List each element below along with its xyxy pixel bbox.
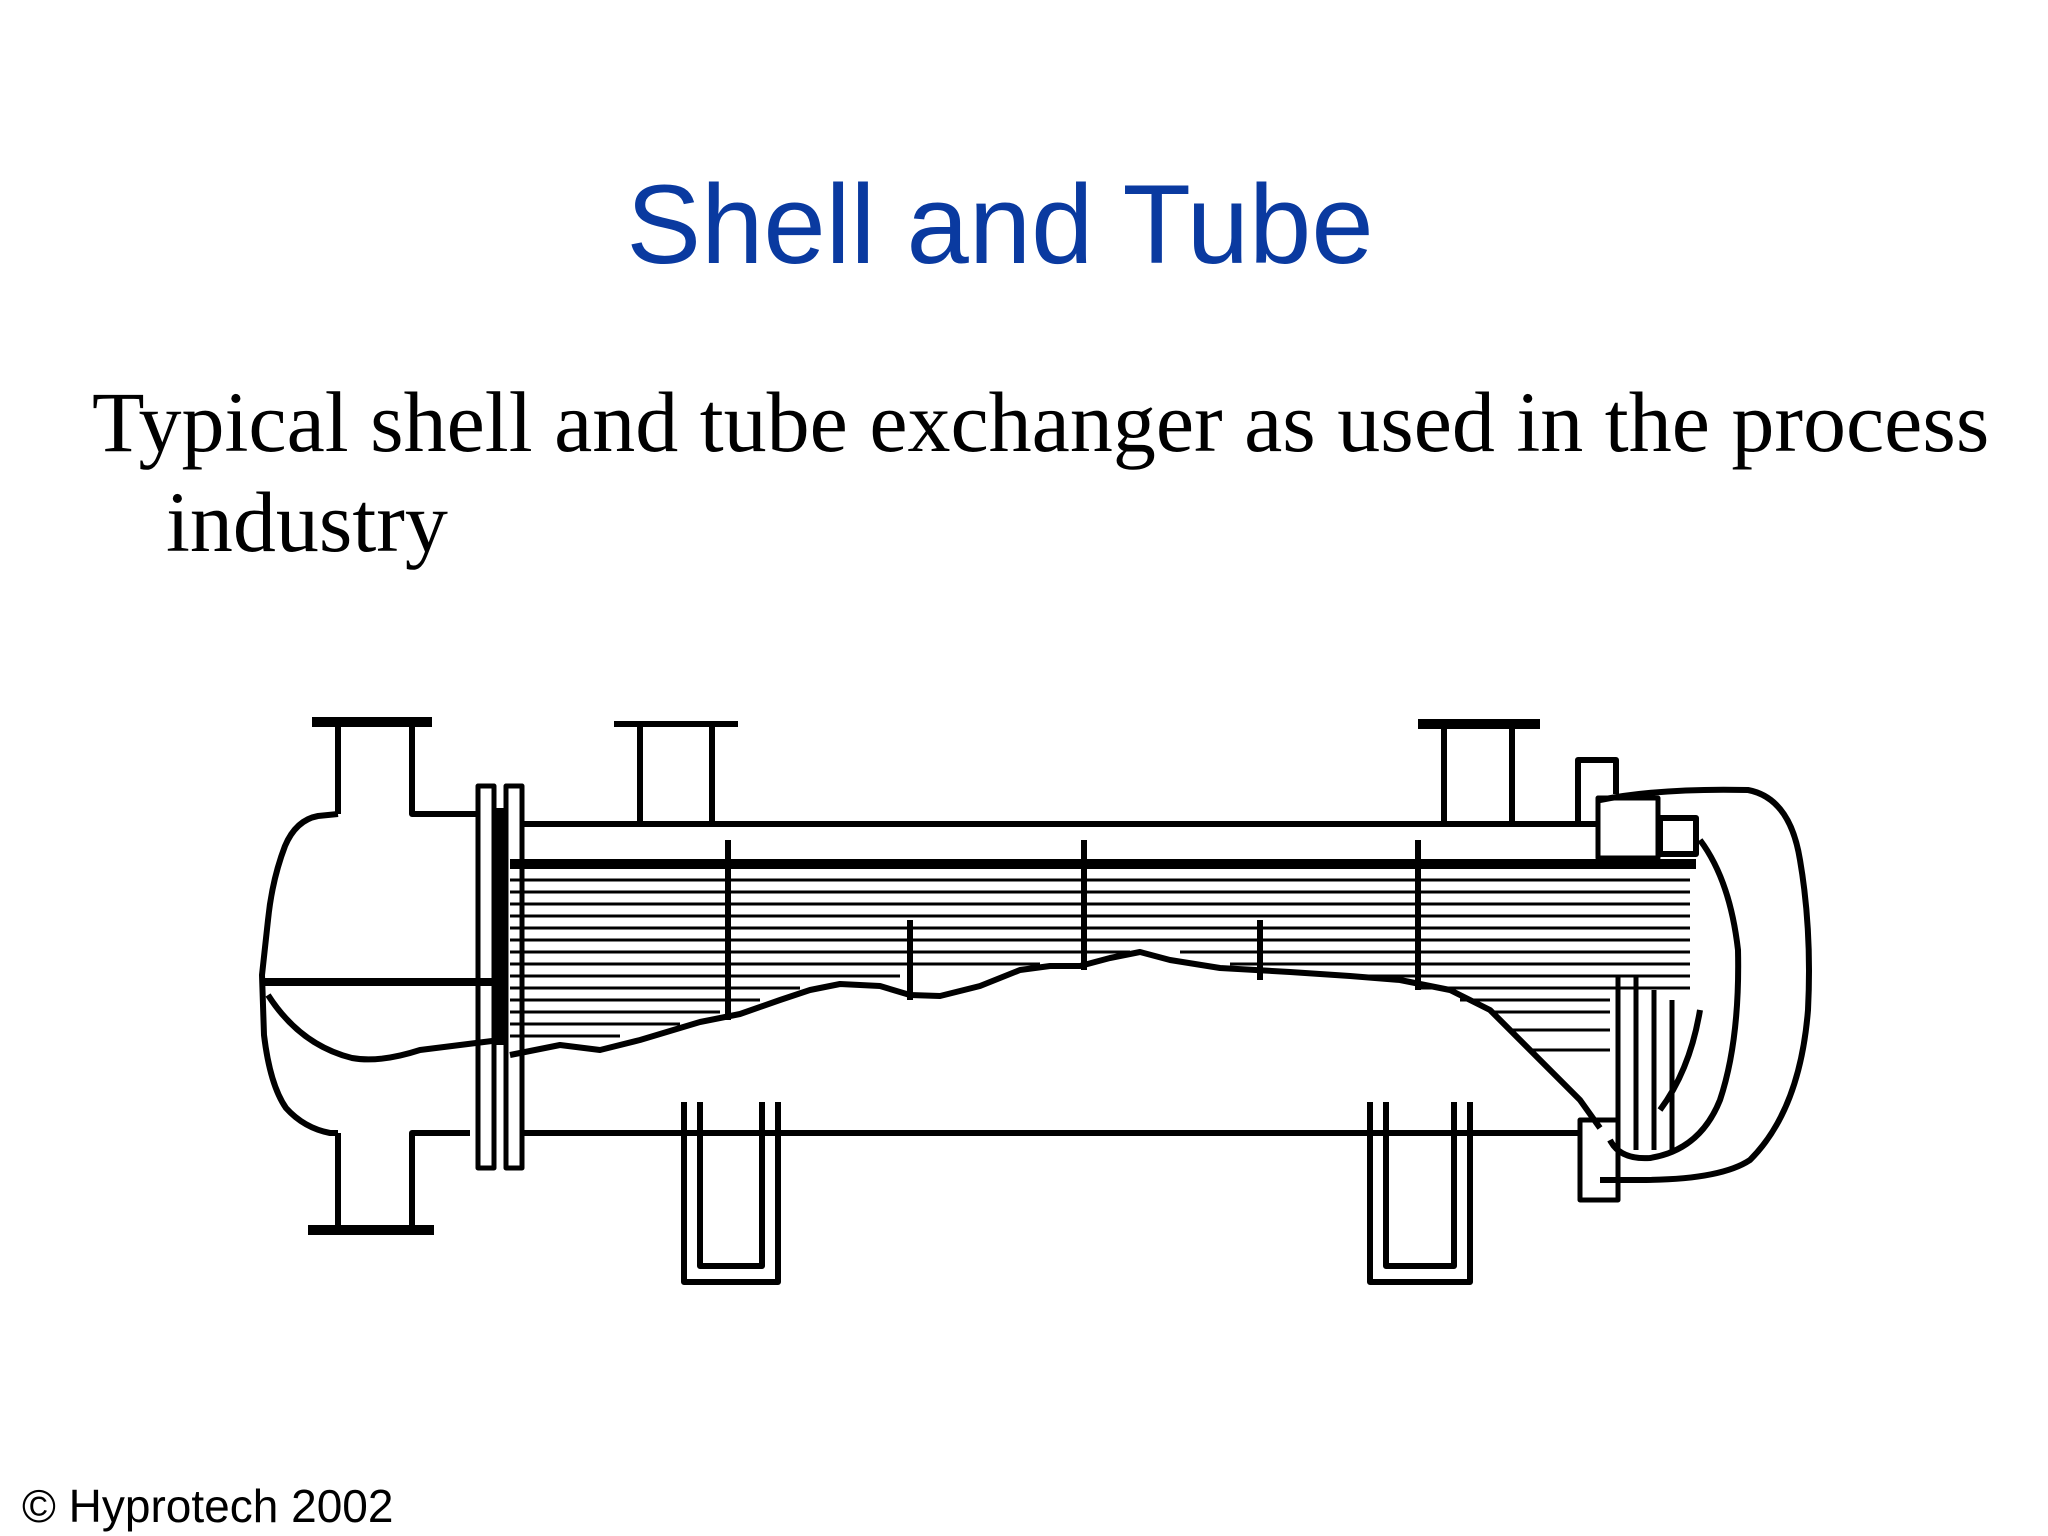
saddle-support-left <box>681 1102 781 1285</box>
copyright-footer: © Hyprotech 2002 <box>22 1480 394 1532</box>
slide-title: Shell and Tube <box>626 162 1374 287</box>
floating-head-cover <box>1599 786 1812 1183</box>
channel-outlet-nozzle <box>335 1130 470 1228</box>
saddle-support-right <box>1367 1102 1473 1285</box>
cutaway-edge <box>509 949 1603 1130</box>
floating-head-lower-flange <box>1577 1117 1621 1203</box>
channel-inlet-nozzle <box>335 722 476 817</box>
tubesheet-flange-left <box>475 783 497 1171</box>
floating-tubesheet <box>1595 795 1661 861</box>
floating-head-bolt <box>1657 815 1699 857</box>
channel-head-left <box>259 811 339 1136</box>
floating-head-pipes <box>1615 976 1675 1150</box>
shell-nozzle-right <box>1441 726 1578 827</box>
shell-nozzle-left <box>637 726 715 824</box>
channel-head-lower-curve <box>265 993 501 1063</box>
slide-body-text: Typical shell and tube exchanger as used… <box>92 374 1990 570</box>
shell-cover-flange <box>1575 757 1619 824</box>
floating-head-inner <box>1607 838 1742 1162</box>
floating-head-outer-bottom <box>1657 1009 1703 1112</box>
